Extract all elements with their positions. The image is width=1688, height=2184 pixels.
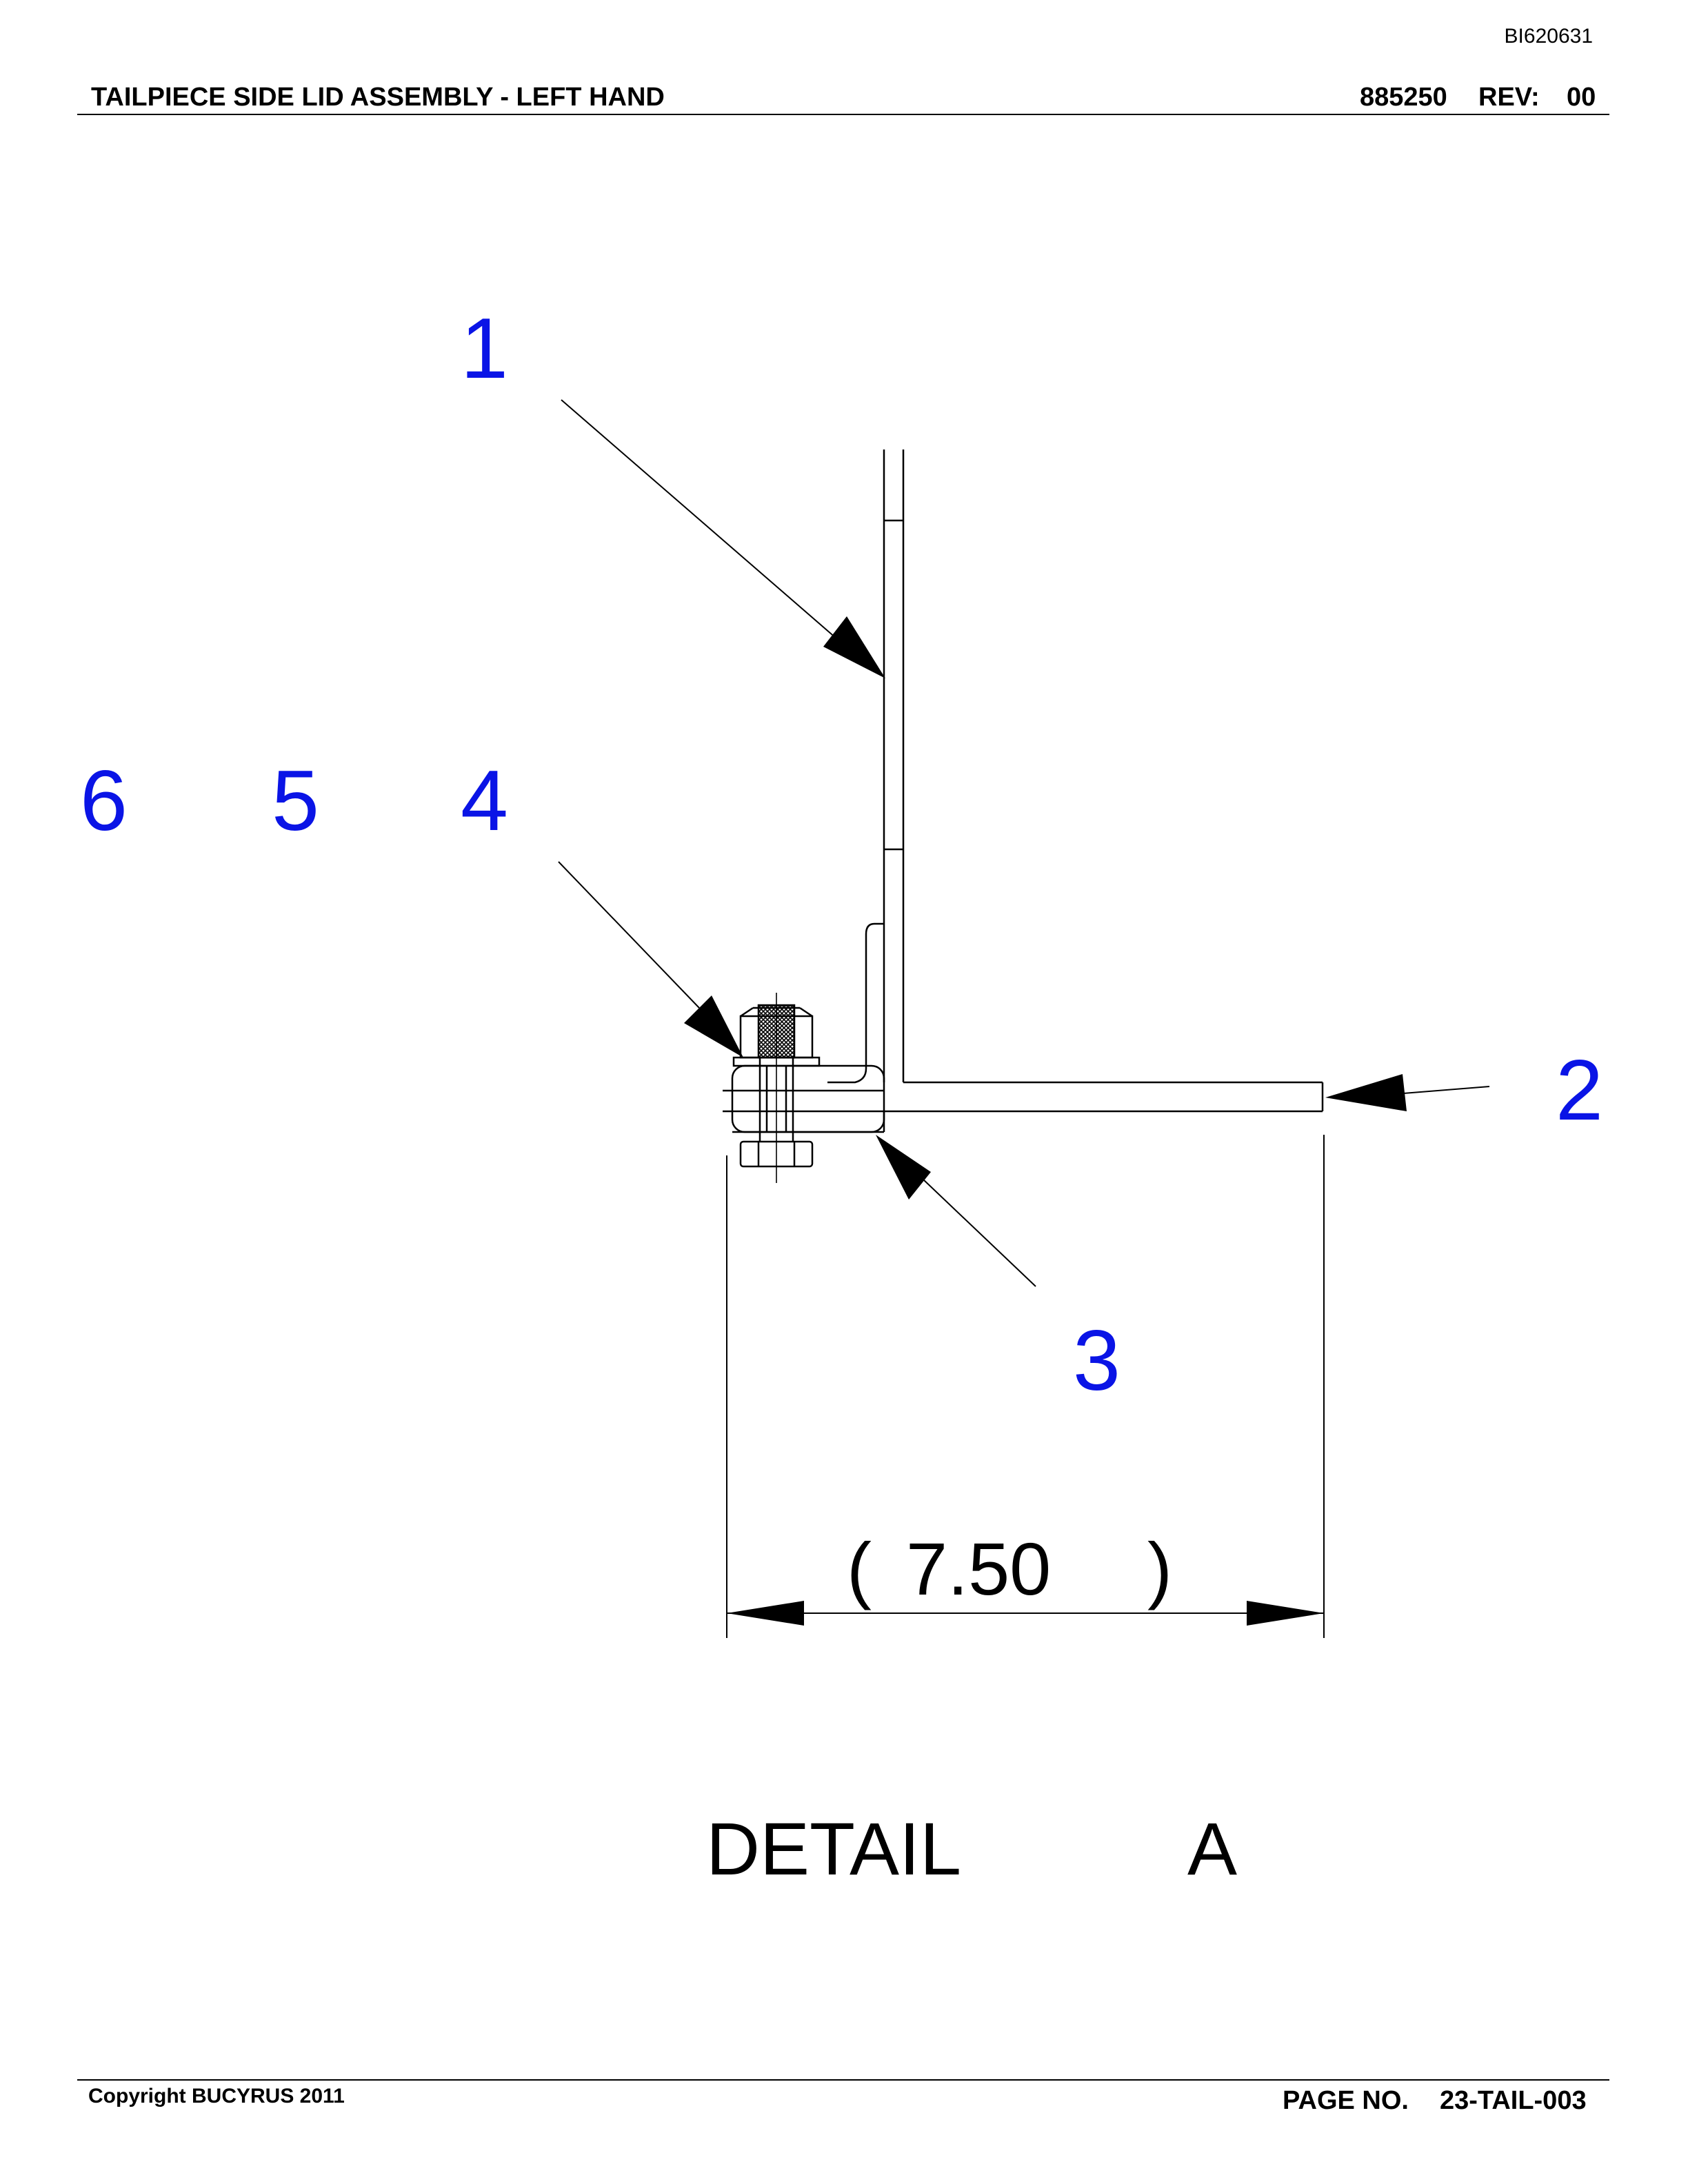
- dimension-close-paren: ): [1147, 1527, 1172, 1610]
- callout-2: 2: [1556, 1043, 1603, 1138]
- callout-6: 6: [80, 754, 128, 849]
- side-lid-plate: [827, 449, 905, 1084]
- footer-rule: [77, 2079, 1609, 2081]
- drawing-title: TAILPIECE SIDE LID ASSEMBLY - LEFT HAND: [91, 83, 665, 112]
- detail-label: DETAIL: [706, 1807, 962, 1890]
- revision-label: REV:: [1478, 83, 1540, 112]
- clamp-bar: [723, 1064, 885, 1133]
- part-number: 885250: [1360, 83, 1447, 112]
- callout-5: 5: [272, 754, 319, 849]
- page-label: PAGE NO.: [1283, 2086, 1409, 2115]
- lid-plate: [884, 1081, 1324, 1113]
- dimension-extension-lines: [726, 1135, 1325, 1638]
- callout-3: 3: [1073, 1313, 1121, 1408]
- page-number: 23-TAIL-003: [1440, 2086, 1587, 2115]
- bolt-assembly: [732, 993, 821, 1183]
- callout-4: 4: [461, 754, 508, 849]
- header-rule: [77, 114, 1609, 115]
- dimension-value: 7.50: [906, 1527, 1052, 1610]
- detail-letter: A: [1187, 1807, 1238, 1890]
- copyright: Copyright BUCYRUS 2011: [88, 2085, 345, 2107]
- dimension-open-paren: (: [847, 1527, 872, 1610]
- callout-1: 1: [461, 301, 508, 396]
- arrowheads: [684, 616, 1407, 1626]
- document-id: BI620631: [1504, 25, 1593, 48]
- revision-value: 00: [1567, 83, 1596, 112]
- leader-lines: [558, 399, 1490, 1287]
